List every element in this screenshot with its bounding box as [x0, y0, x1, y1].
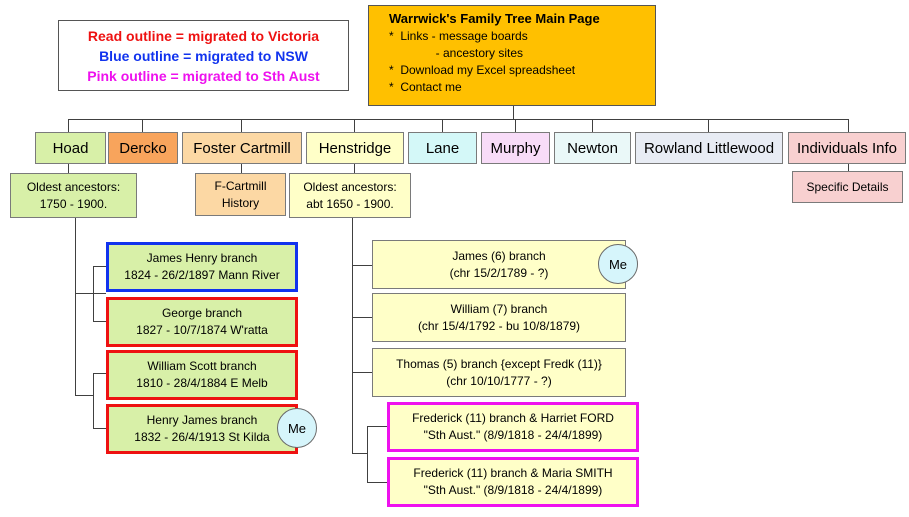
henstridge-branch-frederick-maria[interactable]: Frederick (11) branch & Maria SMITH"Sth … [387, 457, 639, 507]
henstridge-branch-james[interactable]: James (6) branch(chr 15/2/1789 - ?) [372, 240, 626, 289]
connector-tab-newton [592, 119, 593, 132]
connector-hoad-fork-1a [93, 266, 106, 267]
connector-hoad-branch-1 [75, 293, 106, 294]
connector-tab-dercko [142, 119, 143, 132]
legend-nsw: Blue outline = migrated to NSW [99, 47, 308, 64]
me-badge-henstridge[interactable]: Me [598, 244, 638, 284]
connector-hoad-fork-2b [93, 428, 106, 429]
henstridge-branch-thomas[interactable]: Thomas (5) branch {except Fredk (11)}(ch… [372, 348, 626, 397]
connector-henstridge-branch-4 [352, 453, 367, 454]
henstridge-oldest-ancestors[interactable]: Oldest ancestors:abt 1650 - 1900. [289, 173, 411, 218]
main-page-box: Warrwick's Family Tree Main Page * Links… [368, 5, 656, 106]
connector-tab-individuals [848, 119, 849, 132]
connector-individuals-sub [848, 164, 849, 171]
tab-foster-cartmill[interactable]: Foster Cartmill [182, 132, 302, 164]
connector-tab-hoad [68, 119, 69, 132]
legend-victoria: Read outline = migrated to Victoria [87, 27, 320, 44]
connector-henstridge-branch-1 [352, 265, 372, 266]
connector-hoad-fork-2 [93, 373, 94, 428]
connector-henstridge-sub [354, 164, 355, 173]
main-page-title[interactable]: Warrwick's Family Tree Main Page [389, 11, 600, 26]
me-badge-hoad[interactable]: Me [277, 408, 317, 448]
tab-lane[interactable]: Lane [408, 132, 477, 164]
henstridge-branch-frederick-harriet[interactable]: Frederick (11) branch & Harriet FORD"Sth… [387, 402, 639, 452]
legend-box: Read outline = migrated to Victoria Blue… [58, 20, 349, 91]
connector-hoad-branch-2 [75, 395, 93, 396]
connector-henstridge-fork [367, 426, 368, 482]
link-message-boards[interactable]: * Links - message boards [389, 29, 528, 43]
henstridge-branch-william[interactable]: William (7) branch(chr 15/4/1792 - bu 10… [372, 293, 626, 342]
connector-tab-lane [442, 119, 443, 132]
hoad-oldest-ancestors[interactable]: Oldest ancestors:1750 - 1900. [10, 173, 137, 218]
connector-tabs-horizontal [68, 119, 848, 120]
connector-henstridge-fork-b [367, 482, 387, 483]
connector-hoad-sub [68, 164, 69, 173]
tab-hoad[interactable]: Hoad [35, 132, 106, 164]
connector-henstridge-branch-2 [352, 317, 372, 318]
tab-henstridge[interactable]: Henstridge [306, 132, 404, 164]
connector-tab-rowland [708, 119, 709, 132]
connector-hoad-fork-1b [93, 321, 106, 322]
tab-murphy[interactable]: Murphy [481, 132, 550, 164]
connector-hoad-trunk [75, 218, 76, 395]
tab-rowland-littlewood[interactable]: Rowland Littlewood [635, 132, 783, 164]
link-ancestory-sites[interactable]: - ancestory sites [389, 46, 524, 60]
tab-individuals-info[interactable]: Individuals Info [788, 132, 906, 164]
connector-tab-henstridge [354, 119, 355, 132]
connector-henstridge-trunk [352, 218, 353, 454]
connector-main-down [513, 106, 514, 119]
connector-henstridge-fork-a [367, 426, 387, 427]
connector-hoad-fork-1 [93, 266, 94, 321]
link-download-spreadsheet[interactable]: * Download my Excel spreadsheet [389, 63, 576, 77]
connector-tab-murphy [515, 119, 516, 132]
connector-foster-sub [241, 164, 242, 173]
individuals-specific-details[interactable]: Specific Details [792, 171, 903, 203]
legend-sth-aust: Pink outline = migrated to Sth Aust [87, 67, 320, 84]
link-contact-me[interactable]: * Contact me [389, 80, 462, 94]
connector-hoad-fork-2a [93, 373, 106, 374]
tab-newton[interactable]: Newton [554, 132, 631, 164]
tab-dercko[interactable]: Dercko [108, 132, 178, 164]
connector-tab-foster [241, 119, 242, 132]
connector-henstridge-branch-3 [352, 372, 372, 373]
